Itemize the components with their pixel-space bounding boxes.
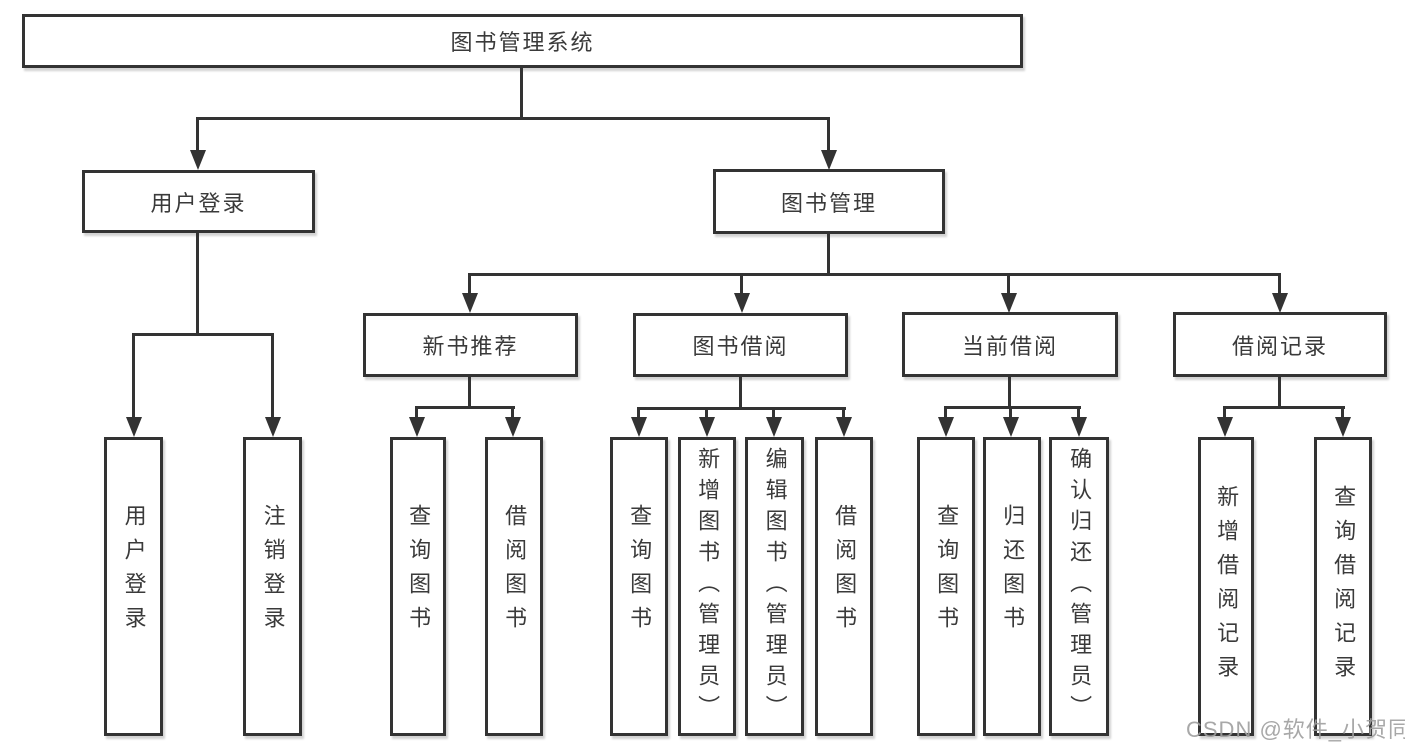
connector-line [740,273,743,293]
arrow-down-icon [1001,293,1017,313]
node-user-login-label: 用户登录 [150,190,247,216]
connector-line [944,406,1081,409]
connector-line [132,333,274,336]
node-edit-book-admin: 编辑图书（管理员） [745,437,804,736]
connector-line [196,117,830,120]
connector-line [1278,377,1281,408]
connector-line [415,406,515,409]
connector-line [739,377,742,410]
node-query-books: 查询图书 [610,437,668,736]
connector-line [511,406,514,417]
connector-line [196,233,199,333]
arrow-down-icon [699,417,715,437]
connector-line [827,117,830,150]
node-confirm-return-admin: 确认归还（管理员） [1049,437,1109,736]
node-borrowing-records-label: 借阅记录 [1231,333,1328,359]
connector-line [132,333,135,417]
node-return-book-label: 归还图书 [1000,503,1026,640]
arrow-down-icon [1071,417,1087,437]
node-book-management: 图书管理 [713,169,945,234]
arrow-down-icon [265,417,281,437]
node-user-login: 用户登录 [82,170,315,233]
node-edit-book-admin-label: 编辑图书（管理员） [762,447,788,726]
node-return-book: 归还图书 [983,437,1041,736]
arrow-down-icon [1272,293,1288,313]
arrow-down-icon [821,150,837,170]
connector-line [1008,377,1011,408]
node-borrow-books: 借阅图书 [485,437,543,736]
node-query-books-label: 查询图书 [627,503,653,640]
node-borrow-books-label: 借阅图书 [502,503,528,640]
arrow-down-icon [938,417,954,437]
node-logout-leaf: 注销登录 [243,437,302,736]
node-book-borrowing: 图书借阅 [633,313,848,377]
connector-line [1278,273,1281,293]
node-add-borrow-record-label: 新增借阅记录 [1214,484,1240,689]
node-query-borrow-record-label: 查询借阅记录 [1331,484,1357,689]
arrow-down-icon [734,293,750,313]
node-borrow-books-label: 借阅图书 [832,503,858,640]
connector-line [944,406,947,417]
arrow-down-icon [462,293,478,313]
arrow-down-icon [505,417,521,437]
connector-line [1009,406,1012,417]
node-current-borrowing: 当前借阅 [902,312,1118,377]
connector-line [468,273,1281,276]
connector-line [1077,406,1080,417]
connector-line [705,407,708,417]
node-logout-leaf-label: 注销登录 [260,503,286,640]
connector-line [827,234,830,276]
arrow-down-icon [1003,417,1019,437]
arrow-down-icon [190,150,206,170]
node-book-borrowing-label: 图书借阅 [692,334,789,359]
node-query-books: 查询图书 [917,437,975,736]
connector-line [637,407,846,410]
connector-line [772,407,775,417]
node-current-borrowing-label: 当前借阅 [961,333,1058,359]
csdn-watermark: CSDN @软件_小贺同学 [1186,717,1405,742]
arrow-down-icon [631,417,647,437]
connector-line [415,406,418,417]
connector-line [520,68,523,117]
node-confirm-return-admin-label: 确认归还（管理员） [1067,447,1093,726]
node-query-borrow-record: 查询借阅记录 [1314,437,1372,736]
connector-line [1223,406,1226,417]
arrow-down-icon [1335,417,1351,437]
arrow-down-icon [126,417,142,437]
node-add-borrow-record: 新增借阅记录 [1198,437,1254,736]
node-query-books: 查询图书 [390,437,446,736]
arrow-down-icon [836,417,852,437]
node-borrowing-records: 借阅记录 [1173,312,1387,377]
connector-line [637,407,640,417]
node-add-book-admin: 新增图书（管理员） [678,437,736,736]
connector-line [1007,273,1010,293]
connector-line [1223,406,1345,409]
node-user-login-leaf: 用户登录 [104,437,163,736]
arrow-down-icon [1217,417,1233,437]
node-new-book-recommendation: 新书推荐 [363,313,578,377]
node-query-books-label: 查询图书 [934,503,960,640]
node-add-book-admin-label: 新增图书（管理员） [695,447,721,726]
connector-line [271,333,274,417]
arrow-down-icon [766,417,782,437]
node-new-book-recommendation-label: 新书推荐 [422,334,519,359]
connector-line [468,273,471,293]
node-library-system: 图书管理系统 [22,14,1023,68]
connector-line [468,377,471,408]
node-library-system-label: 图书管理系统 [450,30,595,55]
node-borrow-books: 借阅图书 [815,437,873,736]
node-query-books-label: 查询图书 [406,503,432,640]
connector-line [196,117,199,150]
connector-line [1341,406,1344,417]
connector-line [842,407,845,417]
node-user-login-leaf-label: 用户登录 [121,503,147,640]
node-book-management-label: 图书管理 [780,190,877,216]
arrow-down-icon [409,417,425,437]
